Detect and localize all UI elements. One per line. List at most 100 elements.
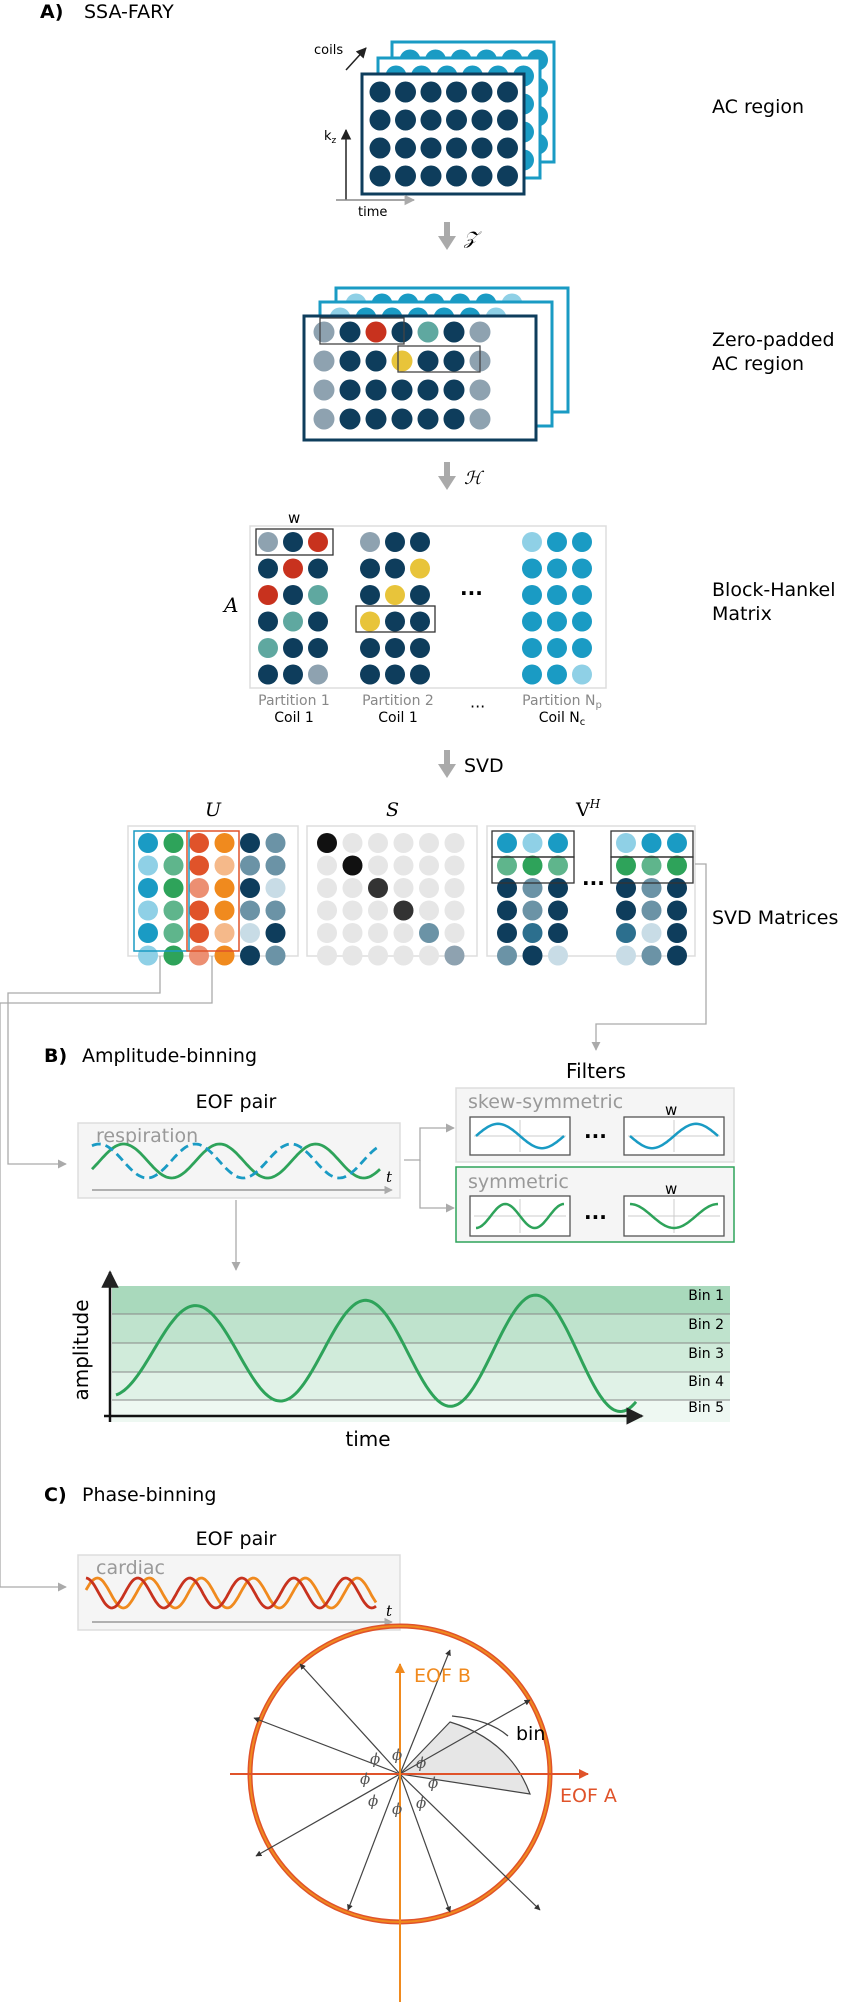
hankel-dot bbox=[360, 611, 380, 632]
s-dot bbox=[393, 923, 414, 943]
filter-curve-sym bbox=[629, 1202, 719, 1230]
matrix-a-symbol: A bbox=[222, 593, 238, 617]
u-dot bbox=[265, 923, 286, 943]
h-operator-arrow bbox=[438, 462, 456, 490]
u-dot bbox=[163, 833, 184, 853]
vh-symbol: VH bbox=[575, 797, 601, 821]
section-c-letter: C) bbox=[44, 1484, 67, 1506]
u-dot bbox=[189, 900, 209, 921]
respiration-eof-dashed bbox=[91, 1142, 381, 1180]
s-dot bbox=[419, 923, 439, 943]
zero-padded-dot bbox=[443, 321, 465, 343]
time-label: time bbox=[358, 205, 387, 220]
u-dot bbox=[240, 923, 260, 943]
kz-label: kz bbox=[324, 129, 337, 146]
phi-label-1: ϕ bbox=[392, 1746, 402, 1764]
hankel-dot bbox=[258, 664, 278, 685]
hankel-dot bbox=[410, 558, 430, 579]
u-dot bbox=[163, 900, 184, 921]
coil-1-label-b: Coil 1 bbox=[378, 710, 417, 726]
vh-dot bbox=[641, 855, 662, 876]
symmetric-label: symmetric bbox=[468, 1171, 569, 1193]
filter-curve-skew bbox=[475, 1122, 565, 1150]
zero-padded-dot bbox=[469, 379, 491, 401]
vh-dot bbox=[522, 923, 543, 943]
bin-4-label: Bin 4 bbox=[688, 1374, 724, 1390]
zero-padded-dot bbox=[443, 379, 465, 401]
eof-b-label: EOF B bbox=[414, 1665, 471, 1687]
vh-dot bbox=[641, 878, 662, 898]
zero-padded-dot bbox=[313, 408, 335, 430]
vh-dot bbox=[522, 945, 543, 966]
u-dot bbox=[265, 833, 286, 853]
s-dot bbox=[317, 945, 337, 966]
zero-padded-label-1: Zero-padded bbox=[712, 329, 835, 351]
partition-label-ellipsis: ··· bbox=[470, 697, 485, 716]
coils-axis bbox=[345, 47, 367, 71]
hankel-window-box-2 bbox=[355, 605, 436, 633]
partition-np-label: Partition Np bbox=[522, 693, 602, 711]
bin-brace bbox=[451, 1715, 509, 1737]
hankel-dot bbox=[572, 585, 592, 605]
hankel-dot bbox=[572, 664, 592, 685]
hankel-dot bbox=[283, 664, 303, 685]
bin-band bbox=[112, 1400, 730, 1422]
u-dot bbox=[265, 900, 286, 921]
vh-dot bbox=[641, 900, 662, 921]
coil-nc-label: Coil Nc bbox=[539, 710, 586, 728]
respiration-eof-solid bbox=[90, 1142, 381, 1180]
respiration-label: respiration bbox=[96, 1125, 198, 1147]
zero-padded-dot bbox=[365, 350, 387, 372]
phase-spoke bbox=[399, 1699, 531, 1775]
phi-label-7: ϕ bbox=[360, 1770, 370, 1788]
vh-dot bbox=[548, 855, 568, 876]
hankel-dot bbox=[360, 585, 380, 605]
hankel-dot bbox=[308, 664, 328, 685]
hankel-dot bbox=[547, 558, 567, 579]
partition-2-label: Partition 2 bbox=[362, 693, 434, 709]
amplitude-signal bbox=[115, 1293, 638, 1414]
ac-dot bbox=[395, 137, 416, 159]
vh-dot bbox=[522, 833, 543, 853]
u-dot bbox=[189, 855, 209, 876]
zero-padded-dot bbox=[339, 379, 361, 401]
s-dot bbox=[393, 855, 414, 876]
u-dot bbox=[138, 833, 158, 853]
hankel-dot bbox=[410, 532, 430, 552]
u-dot bbox=[138, 855, 158, 876]
vh-dot bbox=[616, 945, 636, 966]
hankel-dot bbox=[283, 558, 303, 579]
u-dot bbox=[163, 855, 184, 876]
s-dot bbox=[317, 878, 337, 898]
u-dot bbox=[265, 945, 286, 966]
s-dot bbox=[342, 833, 363, 853]
s-dot bbox=[419, 900, 439, 921]
hankel-dot bbox=[522, 585, 542, 605]
hankel-dot bbox=[360, 638, 380, 658]
sym-window-label: w bbox=[665, 1180, 677, 1198]
s-dot bbox=[342, 878, 363, 898]
vh-dot bbox=[497, 900, 517, 921]
phi-label-6: ϕ bbox=[368, 1792, 378, 1810]
zero-padded-dot bbox=[417, 408, 439, 430]
ac-dot bbox=[369, 81, 391, 103]
vh-dot bbox=[548, 945, 568, 966]
u-dot bbox=[163, 923, 184, 943]
vh-dot bbox=[497, 855, 517, 876]
phase-eof-pair-label: EOF pair bbox=[196, 1528, 277, 1550]
vh-dot bbox=[616, 923, 636, 943]
cardiac-label: cardiac bbox=[96, 1557, 165, 1579]
s-dot bbox=[368, 855, 388, 876]
s-dot bbox=[368, 900, 388, 921]
vh-dot bbox=[667, 945, 687, 966]
s-dot bbox=[419, 945, 439, 966]
vh-dot bbox=[641, 945, 662, 966]
hankel-dot bbox=[258, 585, 278, 605]
bin-band bbox=[112, 1286, 730, 1314]
sym-ellipsis: ··· bbox=[584, 1205, 607, 1229]
zp-window-box-1 bbox=[319, 317, 405, 345]
u-dot bbox=[138, 945, 158, 966]
u-dot bbox=[138, 900, 158, 921]
amp-eof-pair-label: EOF pair bbox=[196, 1091, 277, 1113]
vh-dot bbox=[497, 945, 517, 966]
